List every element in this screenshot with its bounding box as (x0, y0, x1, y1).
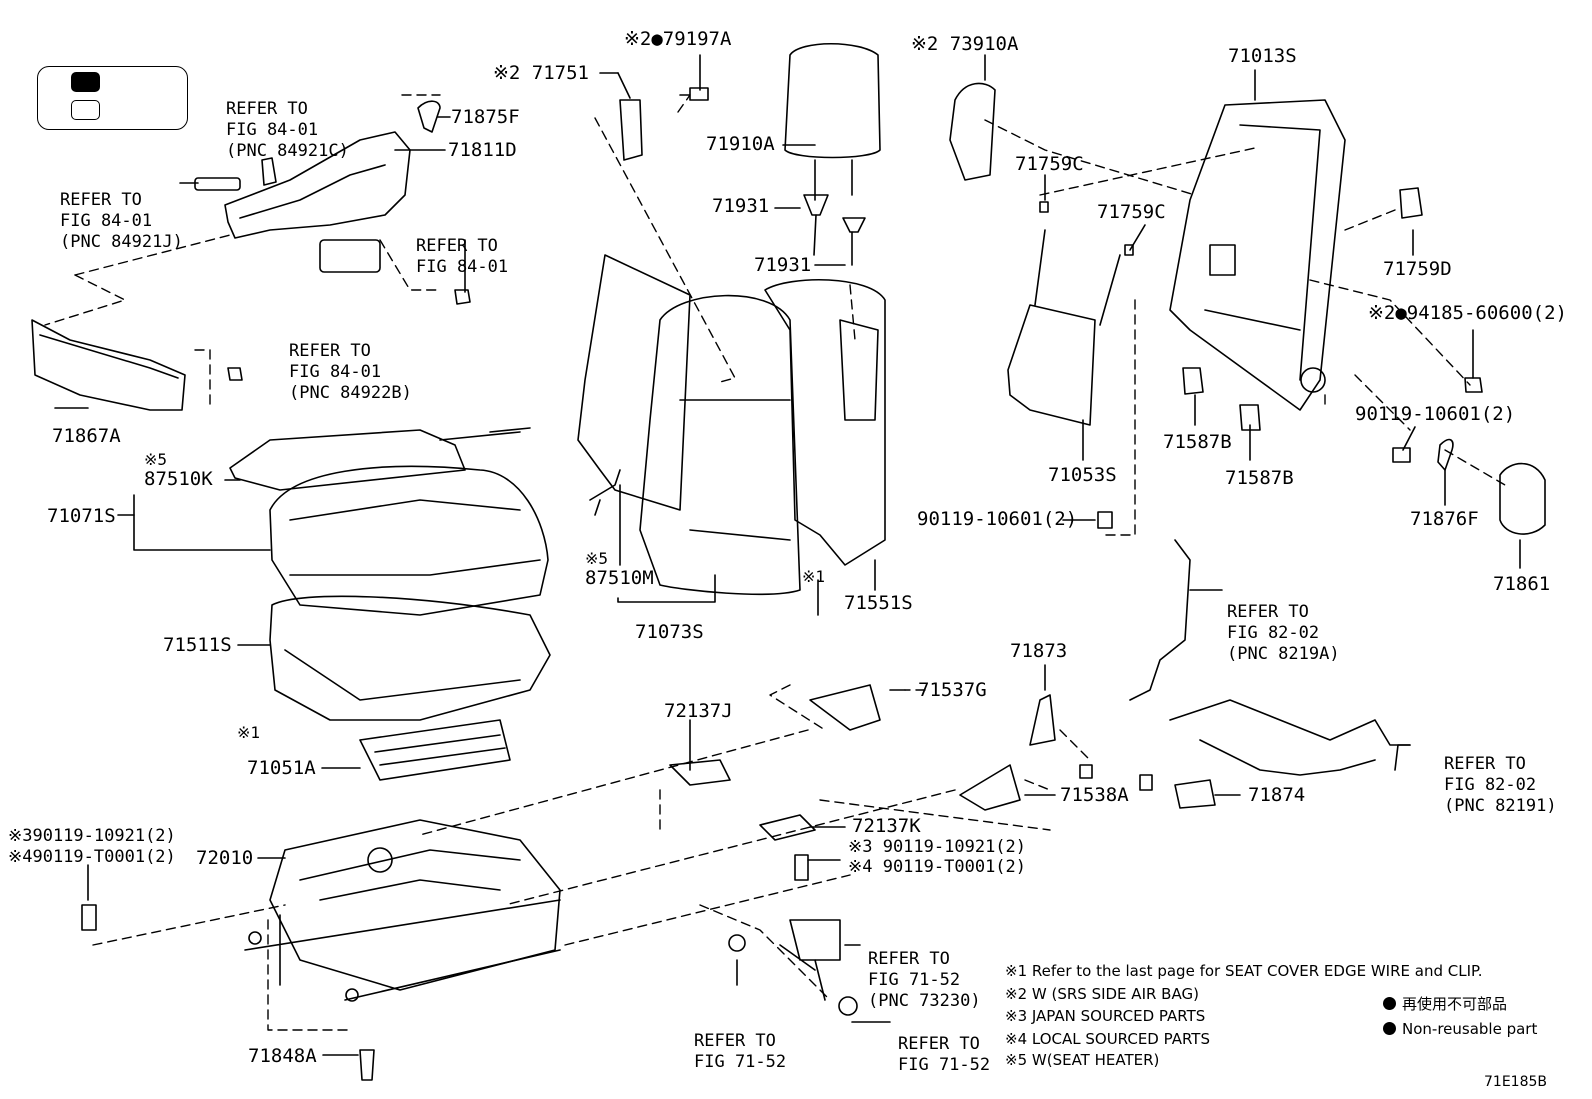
label-71874: 71874 (1248, 784, 1306, 806)
legend-nonreusable-jp: 再使用不可部品 (1383, 993, 1507, 1015)
label-72137J: 72137J (664, 700, 733, 722)
parts-shapes (31, 43, 1546, 1081)
label-71073S: 71073S (635, 621, 704, 643)
label-71931-upper: 71931 (712, 195, 770, 217)
label-72137K: 72137K (852, 815, 921, 837)
symbol-legend-box (37, 66, 188, 130)
footnote-2: ※2 W (SRS SIDE AIR BAG) (1005, 985, 1199, 1003)
label-71759C-right: 71759C (1097, 201, 1166, 223)
label-71876F: 71876F (1410, 508, 1479, 530)
label-71051A: 71051A (247, 757, 316, 779)
label-bolt-japan-center: ※3 90119-10921(2) (848, 837, 1027, 857)
footnote-1: ※1 Refer to the last page for SEAT COVER… (1005, 962, 1483, 980)
label-71759D: 71759D (1383, 258, 1452, 280)
label-72010: 72010 (196, 847, 254, 869)
label-71811D: 71811D (448, 139, 517, 161)
label-71848A: 71848A (248, 1045, 317, 1067)
mark-5-heater-back: ※5 (585, 549, 609, 568)
label-71861: 71861 (1493, 573, 1551, 595)
label-71538A: 71538A (1060, 784, 1129, 806)
label-71751: ※2 71751 (493, 62, 589, 84)
diagram-code: 71E185B (1484, 1074, 1547, 1090)
leader-lines (54, 54, 1521, 1056)
label-87510M: 87510M (585, 567, 654, 589)
empty-swatch-icon (71, 100, 100, 120)
footnote-4: ※4 LOCAL SOURCED PARTS (1005, 1030, 1210, 1048)
label-90119-10601-right: 90119-10601(2) (1355, 403, 1516, 425)
assembly-lines (44, 94, 1506, 1031)
label-bolt-japan-left: ※390119-10921(2) (8, 826, 176, 846)
mark-1-left: ※1 (237, 723, 261, 742)
mark-1-center: ※1 (802, 567, 826, 586)
label-87510K: 87510K (144, 468, 213, 490)
label-71551S: 71551S (844, 592, 913, 614)
label-bolt-local-left: ※490119-T0001(2) (8, 847, 176, 867)
label-71071S: 71071S (47, 505, 116, 527)
label-73910A: ※2 73910A (911, 33, 1019, 55)
label-71587B-left: 71587B (1163, 431, 1232, 453)
label-94185-60600: ※2●94185-60600(2) (1368, 302, 1567, 324)
label-71910A: 71910A (706, 133, 775, 155)
label-71931-lower: 71931 (754, 254, 812, 276)
label-71873: 71873 (1010, 640, 1068, 662)
label-71587B-right: 71587B (1225, 467, 1294, 489)
label-71759C-left: 71759C (1015, 153, 1084, 175)
footnote-5: ※5 W(SEAT HEATER) (1005, 1051, 1160, 1069)
footnote-3: ※3 JAPAN SOURCED PARTS (1005, 1007, 1206, 1025)
mark-5-heater-cushion: ※5 (144, 450, 168, 469)
label-71537G: 71537G (918, 679, 987, 701)
label-71013S: 71013S (1228, 45, 1297, 67)
label-bolt-local-center: ※4 90119-T0001(2) (848, 857, 1027, 877)
legend-nonreusable-en: Non-reusable part (1383, 1018, 1537, 1040)
label-71875F: 71875F (451, 106, 520, 128)
label-71053S: 71053S (1048, 464, 1117, 486)
label-79197A: ※2●79197A (624, 28, 732, 50)
label-71867A: 71867A (52, 425, 121, 447)
filled-dot-icon (1383, 997, 1396, 1010)
filled-swatch-icon (71, 72, 100, 92)
filled-dot-icon (1383, 1022, 1396, 1035)
label-71511S: 71511S (163, 634, 232, 656)
label-90119-10601-center: 90119-10601(2) (917, 508, 1078, 530)
